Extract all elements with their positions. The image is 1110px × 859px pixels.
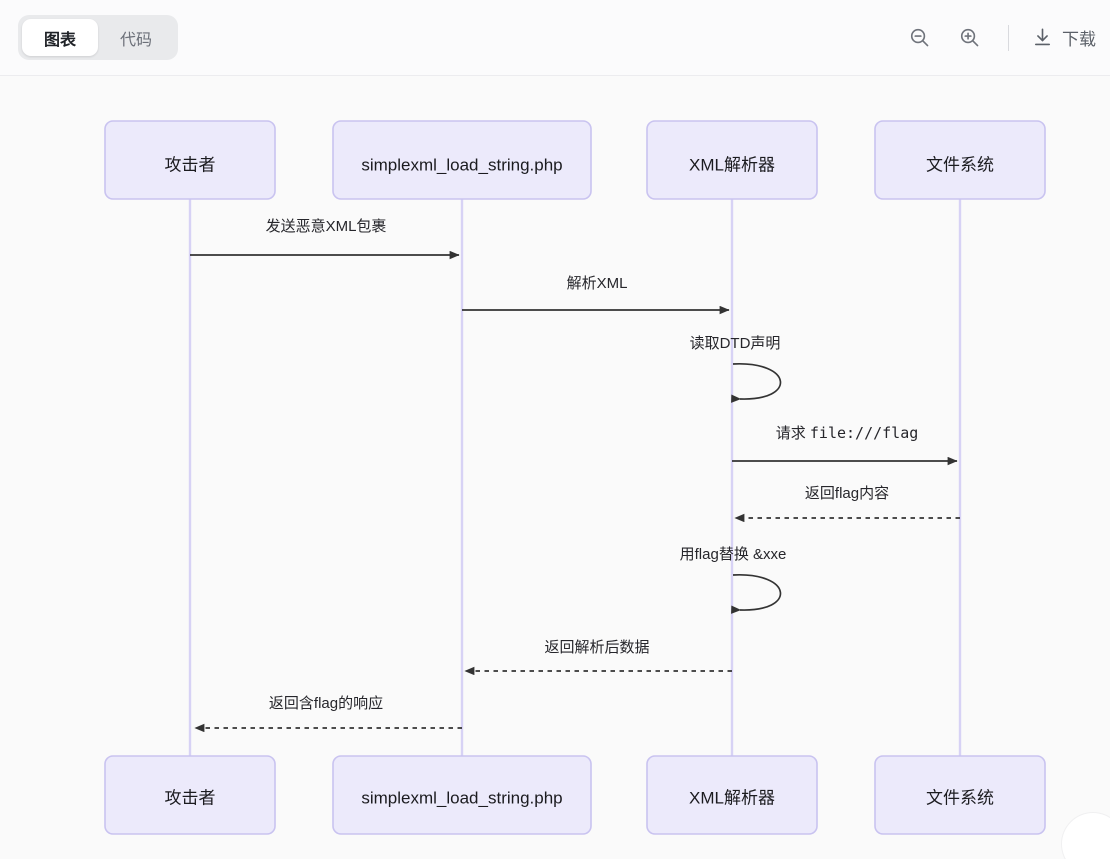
- actor-label-attacker-bottom: 攻击者: [165, 788, 216, 807]
- actor-label-parser-bottom: XML解析器: [689, 788, 775, 807]
- tab-chart-label: 图表: [44, 31, 77, 49]
- message-8-label: 返回含flag的响应: [269, 694, 383, 712]
- lifelines: [188, 193, 962, 756]
- download-label: 下载: [1062, 30, 1096, 49]
- message-7: 返回解析后数据: [464, 639, 732, 676]
- message-8: 返回含flag的响应: [194, 694, 462, 733]
- actor-box-php-bottom[interactable]: simplexml_load_string.php: [332, 755, 592, 835]
- message-1: 发送恶意XML包裹: [190, 217, 460, 260]
- message-4: 请求 file:///flag: [732, 424, 958, 466]
- message-2-label: 解析XML: [567, 275, 628, 292]
- toolbar-actions: 下载: [896, 15, 1102, 61]
- tab-chart[interactable]: 图表: [22, 19, 99, 56]
- toolbar: 图表 代码: [0, 0, 1110, 76]
- actor-box-fs-bottom[interactable]: 文件系统: [874, 755, 1046, 835]
- message-6-label: 用flag替换 &xxe: [680, 546, 787, 563]
- message-3: 读取DTD声明: [690, 334, 782, 403]
- actor-label-fs-top: 文件系统: [926, 155, 994, 174]
- zoom-out-button[interactable]: [896, 15, 942, 61]
- actor-label-parser-top: XML解析器: [689, 155, 775, 174]
- message-5-label: 返回flag内容: [805, 485, 889, 502]
- actor-box-parser-bottom[interactable]: XML解析器: [646, 755, 818, 835]
- actor-box-attacker-bottom[interactable]: 攻击者: [104, 755, 276, 835]
- message-4-label-uri: file:///flag: [810, 424, 918, 442]
- message-6: 用flag替换 &xxe: [680, 546, 787, 614]
- zoom-out-icon: [910, 28, 928, 47]
- actor-label-php-top: simplexml_load_string.php: [361, 155, 562, 174]
- download-button[interactable]: 下载: [1025, 15, 1102, 61]
- message-3-selfloop-arrow: [731, 363, 782, 403]
- download-icon: [1034, 28, 1051, 46]
- message-3-label: 读取DTD声明: [690, 334, 781, 352]
- actor-box-parser-top[interactable]: XML解析器: [646, 120, 818, 200]
- message-4-label-text: 请求: [776, 425, 810, 442]
- message-7-label: 返回解析后数据: [544, 639, 649, 656]
- toolbar-divider: [1008, 24, 1009, 51]
- zoom-in-button[interactable]: [946, 15, 992, 61]
- diagram-canvas[interactable]: 攻击者 simplexml_load_string.php XML解析器 文件系…: [0, 76, 1110, 859]
- tab-code[interactable]: 代码: [98, 19, 174, 56]
- tab-code-label: 代码: [120, 31, 153, 49]
- actor-box-fs-top[interactable]: 文件系统: [874, 120, 1046, 200]
- message-1-label: 发送恶意XML包裹: [266, 217, 387, 235]
- actor-label-fs-bottom: 文件系统: [926, 788, 994, 807]
- actor-label-attacker-top: 攻击者: [165, 155, 216, 174]
- message-5: 返回flag内容: [734, 485, 960, 523]
- actor-label-php-bottom: simplexml_load_string.php: [361, 788, 562, 807]
- message-4-label: 请求 file:///flag: [776, 424, 919, 442]
- actor-box-php-top[interactable]: simplexml_load_string.php: [332, 120, 592, 200]
- view-tabs: 图表 代码: [18, 15, 179, 60]
- message-6-selfloop-arrow: [731, 574, 782, 614]
- actor-box-attacker-top[interactable]: 攻击者: [104, 120, 276, 200]
- sequence-diagram: 攻击者 simplexml_load_string.php XML解析器 文件系…: [104, 120, 1046, 835]
- zoom-in-icon: [960, 28, 978, 47]
- message-2: 解析XML: [462, 275, 730, 315]
